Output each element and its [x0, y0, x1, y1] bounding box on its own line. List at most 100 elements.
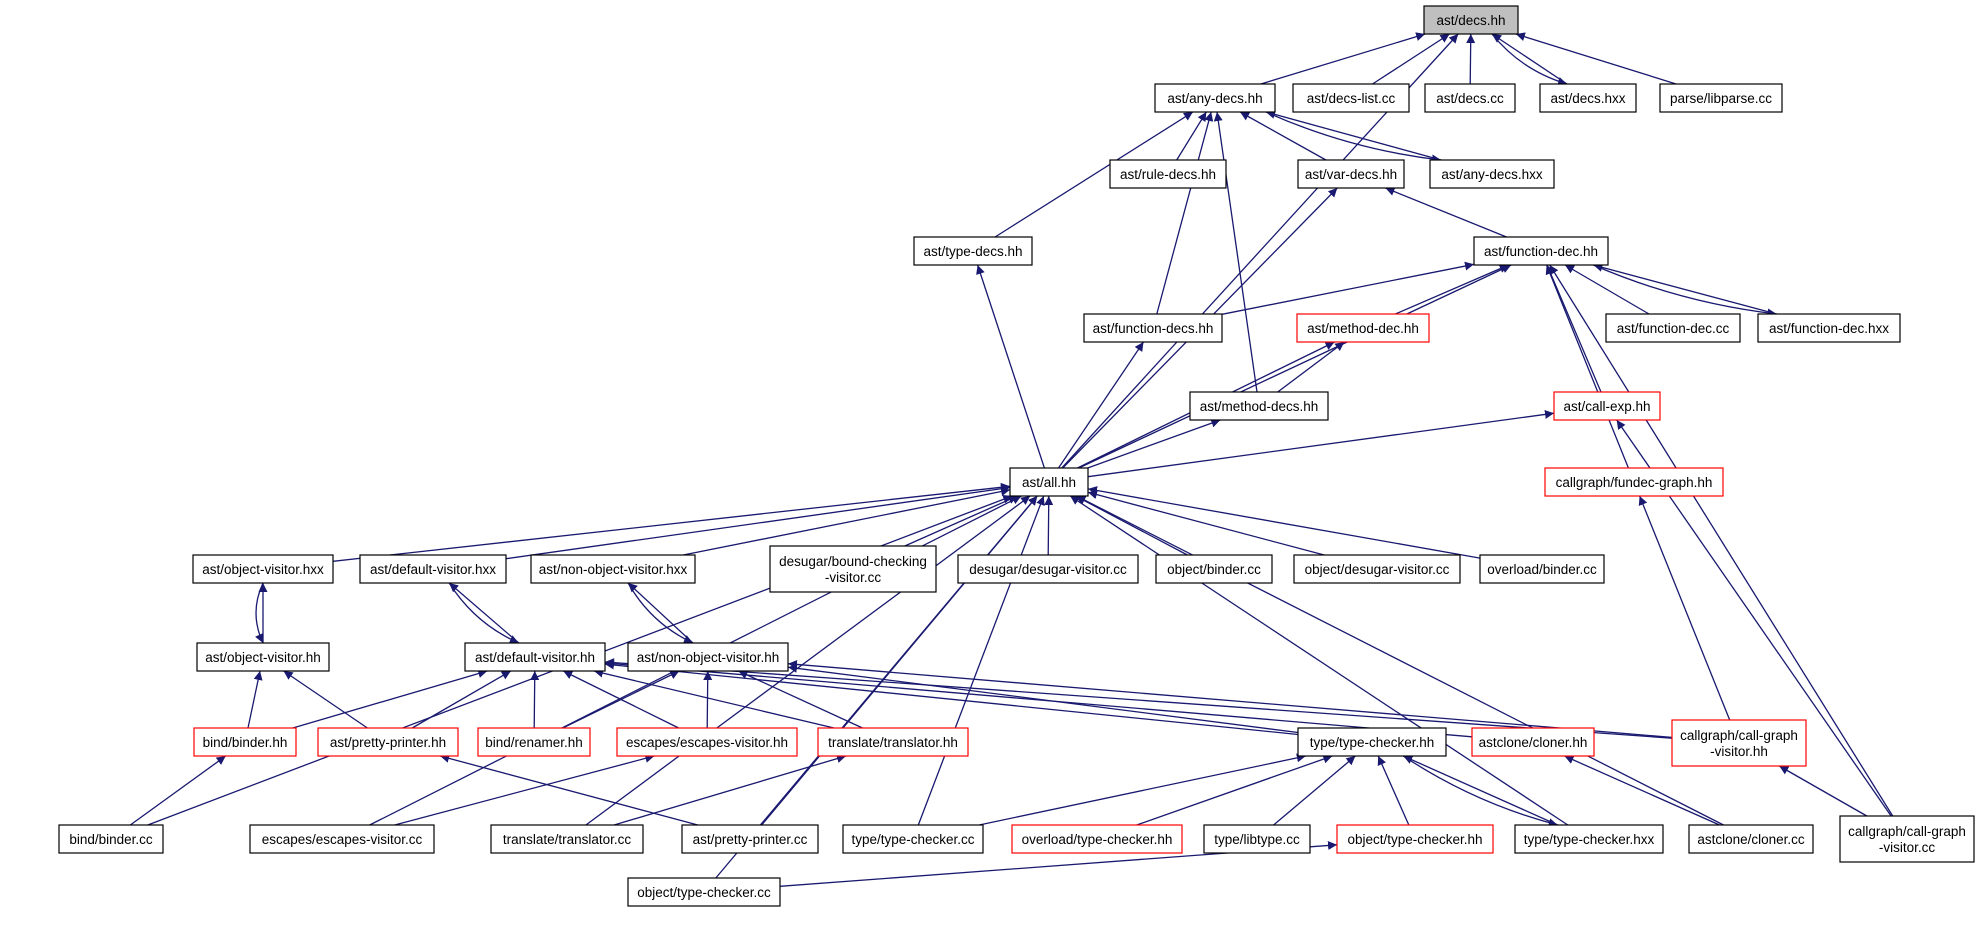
node-box[interactable] — [1671, 719, 1807, 767]
node-rule-decs-hh[interactable]: ast/rule-decs.hh — [1109, 159, 1227, 189]
node-method-decs-hh[interactable]: ast/method-decs.hh — [1189, 391, 1329, 421]
node-box[interactable] — [58, 824, 164, 854]
node-all-hh[interactable]: ast/all.hh — [1009, 467, 1089, 497]
node-function-dec-hh[interactable]: ast/function-dec.hh — [1473, 236, 1609, 266]
node-bound-checking-cc[interactable]: desugar/bound-checking-visitor.cc — [769, 545, 937, 593]
node-var-decs-hh[interactable]: ast/var-decs.hh — [1297, 159, 1405, 189]
node-overload-binder-cc[interactable]: overload/binder.cc — [1479, 554, 1605, 584]
node-type-checker-hxx[interactable]: type/type-checker.hxx — [1514, 824, 1664, 854]
node-function-dec-hxx[interactable]: ast/function-dec.hxx — [1757, 313, 1901, 343]
node-overload-type-checker-hh[interactable]: overload/type-checker.hh — [1011, 824, 1183, 854]
node-call-exp-hh[interactable]: ast/call-exp.hh — [1553, 391, 1661, 421]
node-box[interactable] — [1553, 391, 1661, 421]
node-bind-renamer-hh[interactable]: bind/renamer.hh — [477, 727, 591, 757]
node-box[interactable] — [317, 727, 459, 757]
node-box[interactable] — [1471, 727, 1595, 757]
node-decs-hxx[interactable]: ast/decs.hxx — [1539, 83, 1637, 113]
node-box[interactable] — [1424, 83, 1516, 113]
node-box[interactable] — [1292, 83, 1410, 113]
node-box[interactable] — [1605, 313, 1741, 343]
node-box[interactable] — [1011, 824, 1183, 854]
node-box[interactable] — [1155, 554, 1273, 584]
node-method-dec-hh[interactable]: ast/method-dec.hh — [1296, 313, 1430, 343]
node-bind-binder-cc[interactable]: bind/binder.cc — [58, 824, 164, 854]
node-decs-hh[interactable]: ast/decs.hh — [1423, 5, 1519, 35]
node-box[interactable] — [1203, 824, 1311, 854]
node-box[interactable] — [1423, 5, 1519, 35]
node-box[interactable] — [627, 642, 789, 672]
node-object-binder-cc[interactable]: object/binder.cc — [1155, 554, 1273, 584]
node-desugar-visitor-cc[interactable]: desugar/desugar-visitor.cc — [957, 554, 1139, 584]
node-object-desugar-cc[interactable]: object/desugar-visitor.cc — [1293, 554, 1461, 584]
node-box[interactable] — [842, 824, 984, 854]
node-box[interactable] — [957, 554, 1139, 584]
node-box[interactable] — [681, 824, 819, 854]
node-escapes-visitor-cc[interactable]: escapes/escapes-visitor.cc — [249, 824, 435, 854]
node-bind-binder-hh[interactable]: bind/binder.hh — [193, 727, 297, 757]
node-box[interactable] — [913, 236, 1033, 266]
node-box[interactable] — [1688, 824, 1814, 854]
node-non-object-visitor-hxx[interactable]: ast/non-object-visitor.hxx — [530, 554, 696, 584]
node-box[interactable] — [196, 642, 330, 672]
node-box[interactable] — [1757, 313, 1901, 343]
node-box[interactable] — [1154, 83, 1276, 113]
node-object-type-checker-cc[interactable]: object/type-checker.cc — [627, 877, 781, 907]
node-any-decs-hxx[interactable]: ast/any-decs.hxx — [1429, 159, 1555, 189]
node-pretty-printer-cc[interactable]: ast/pretty-printer.cc — [681, 824, 819, 854]
node-box[interactable] — [769, 545, 937, 593]
node-call-graph-visitor-hh[interactable]: callgraph/call-graph-visitor.hh — [1671, 719, 1807, 767]
node-box[interactable] — [530, 554, 696, 584]
node-box[interactable] — [1296, 313, 1430, 343]
node-box[interactable] — [1544, 467, 1724, 497]
node-box[interactable] — [1293, 554, 1461, 584]
node-box[interactable] — [1109, 159, 1227, 189]
node-box[interactable] — [359, 554, 507, 584]
node-box[interactable] — [1539, 83, 1637, 113]
node-box[interactable] — [1083, 313, 1223, 343]
node-box[interactable] — [1189, 391, 1329, 421]
node-box[interactable] — [1009, 467, 1089, 497]
node-fundec-graph-hh[interactable]: callgraph/fundec-graph.hh — [1544, 467, 1724, 497]
node-cloner-hh[interactable]: astclone/cloner.hh — [1471, 727, 1595, 757]
node-cloner-cc[interactable]: astclone/cloner.cc — [1688, 824, 1814, 854]
node-libtype-cc[interactable]: type/libtype.cc — [1203, 824, 1311, 854]
node-decs-cc[interactable]: ast/decs.cc — [1424, 83, 1516, 113]
node-box[interactable] — [627, 877, 781, 907]
node-box[interactable] — [490, 824, 644, 854]
node-box[interactable] — [464, 642, 606, 672]
node-type-checker-cc[interactable]: type/type-checker.cc — [842, 824, 984, 854]
node-object-type-checker-hh[interactable]: object/type-checker.hh — [1336, 824, 1494, 854]
node-type-decs-hh[interactable]: ast/type-decs.hh — [913, 236, 1033, 266]
node-object-visitor-hh[interactable]: ast/object-visitor.hh — [196, 642, 330, 672]
node-box[interactable] — [1839, 815, 1975, 863]
node-call-graph-visitor-cc[interactable]: callgraph/call-graph-visitor.cc — [1839, 815, 1975, 863]
node-box[interactable] — [193, 727, 297, 757]
node-default-visitor-hxx[interactable]: ast/default-visitor.hxx — [359, 554, 507, 584]
node-translator-hh[interactable]: translate/translator.hh — [817, 727, 969, 757]
node-box[interactable] — [477, 727, 591, 757]
node-box[interactable] — [1659, 83, 1783, 113]
node-function-dec-cc[interactable]: ast/function-dec.cc — [1605, 313, 1741, 343]
node-any-decs-hh[interactable]: ast/any-decs.hh — [1154, 83, 1276, 113]
node-object-visitor-hxx[interactable]: ast/object-visitor.hxx — [192, 554, 334, 584]
node-libparse-cc[interactable]: parse/libparse.cc — [1659, 83, 1783, 113]
node-box[interactable] — [1297, 159, 1405, 189]
node-box[interactable] — [1297, 727, 1447, 757]
node-function-decs-hh[interactable]: ast/function-decs.hh — [1083, 313, 1223, 343]
node-box[interactable] — [1479, 554, 1605, 584]
node-box[interactable] — [616, 727, 798, 757]
node-non-object-visitor-hh[interactable]: ast/non-object-visitor.hh — [627, 642, 789, 672]
node-box[interactable] — [1514, 824, 1664, 854]
node-box[interactable] — [192, 554, 334, 584]
node-type-checker-hh[interactable]: type/type-checker.hh — [1297, 727, 1447, 757]
node-translator-cc[interactable]: translate/translator.cc — [490, 824, 644, 854]
node-box[interactable] — [817, 727, 969, 757]
node-decs-list-cc[interactable]: ast/decs-list.cc — [1292, 83, 1410, 113]
node-escapes-visitor-hh[interactable]: escapes/escapes-visitor.hh — [616, 727, 798, 757]
node-box[interactable] — [1473, 236, 1609, 266]
node-box[interactable] — [1336, 824, 1494, 854]
node-box[interactable] — [249, 824, 435, 854]
node-box[interactable] — [1429, 159, 1555, 189]
node-default-visitor-hh[interactable]: ast/default-visitor.hh — [464, 642, 606, 672]
node-pretty-printer-hh[interactable]: ast/pretty-printer.hh — [317, 727, 459, 757]
